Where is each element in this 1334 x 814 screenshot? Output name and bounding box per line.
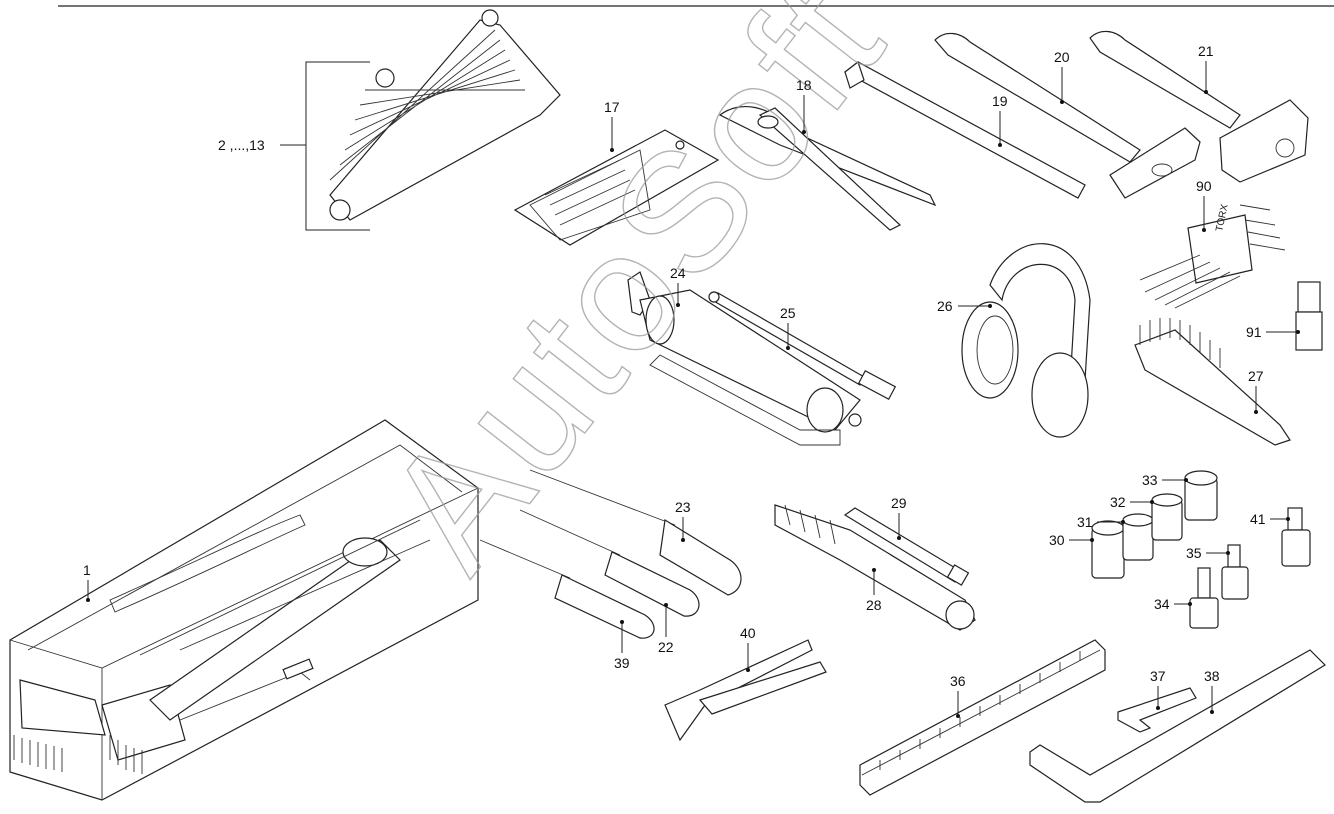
callout-26: 26	[937, 298, 953, 314]
callout-32: 32	[1110, 494, 1126, 510]
part-ratchet-wrench	[774, 504, 976, 631]
part-chisel	[843, 61, 1086, 199]
part-socket-34	[1189, 567, 1219, 629]
callout-19: 19	[992, 93, 1008, 109]
part-hex-key-small	[1117, 687, 1197, 733]
part-screwdriver-small	[479, 539, 655, 639]
callout-30: 30	[1049, 532, 1065, 548]
part-hex-key-pouch	[513, 129, 720, 246]
callout-17: 17	[604, 99, 620, 115]
callout-21: 21	[1198, 43, 1214, 59]
part-folding-rule	[859, 639, 1106, 796]
part-hammer-small	[934, 32, 1201, 199]
part-socket-33	[1184, 470, 1218, 521]
part-socket-41	[1281, 507, 1311, 567]
callout-31: 31	[1077, 514, 1093, 530]
callout-27: 27	[1248, 368, 1264, 384]
callout-18: 18	[796, 77, 812, 93]
callout-25: 25	[780, 305, 796, 321]
callout-20: 20	[1054, 49, 1070, 65]
callout-28: 28	[866, 597, 882, 613]
callout-41: 41	[1250, 511, 1266, 527]
part-torx-key-set: TORX	[1139, 203, 1286, 309]
part-wire-brush	[1134, 318, 1291, 446]
callout-33: 33	[1142, 472, 1158, 488]
callout-2-13: 2 ,...,13	[218, 137, 265, 153]
callout-40: 40	[740, 625, 756, 641]
part-socket-31	[1122, 513, 1154, 561]
callout-1: 1	[83, 562, 91, 578]
callout-39: 39	[614, 655, 630, 671]
callout-23: 23	[675, 499, 691, 515]
part-socket-32	[1151, 493, 1183, 541]
callout-37: 37	[1150, 668, 1166, 684]
part-ear-protection	[961, 243, 1091, 438]
part-socket-35	[1221, 544, 1249, 600]
callout-90: 90	[1196, 178, 1212, 194]
callout-29: 29	[891, 495, 907, 511]
part-grease-hose	[708, 291, 897, 400]
callouts: 1 2 ,...,13 17 18 19 20 21 90 24 25 26 9…	[83, 43, 1300, 718]
part-torx-bit	[1295, 281, 1323, 351]
part-tool-case	[9, 419, 479, 801]
callout-38: 38	[1204, 668, 1220, 684]
part-water-pump-pliers	[718, 106, 937, 231]
callout-36: 36	[950, 673, 966, 689]
callout-34: 34	[1154, 596, 1170, 612]
callout-35: 35	[1186, 545, 1202, 561]
part-grease-gun	[627, 271, 862, 446]
callout-24: 24	[670, 265, 686, 281]
part-screwdriver-medium	[519, 509, 700, 617]
part-screwdriver-large	[529, 469, 742, 596]
part-socket-30	[1091, 520, 1125, 579]
part-side-cutter	[664, 639, 827, 742]
part-sledge-hammer	[1089, 30, 1309, 183]
part-extension-bar	[843, 507, 970, 586]
callout-22: 22	[658, 639, 674, 655]
part-wrench-set	[329, 9, 561, 221]
part-hex-key-large	[1029, 649, 1326, 803]
callout-91: 91	[1246, 324, 1262, 340]
